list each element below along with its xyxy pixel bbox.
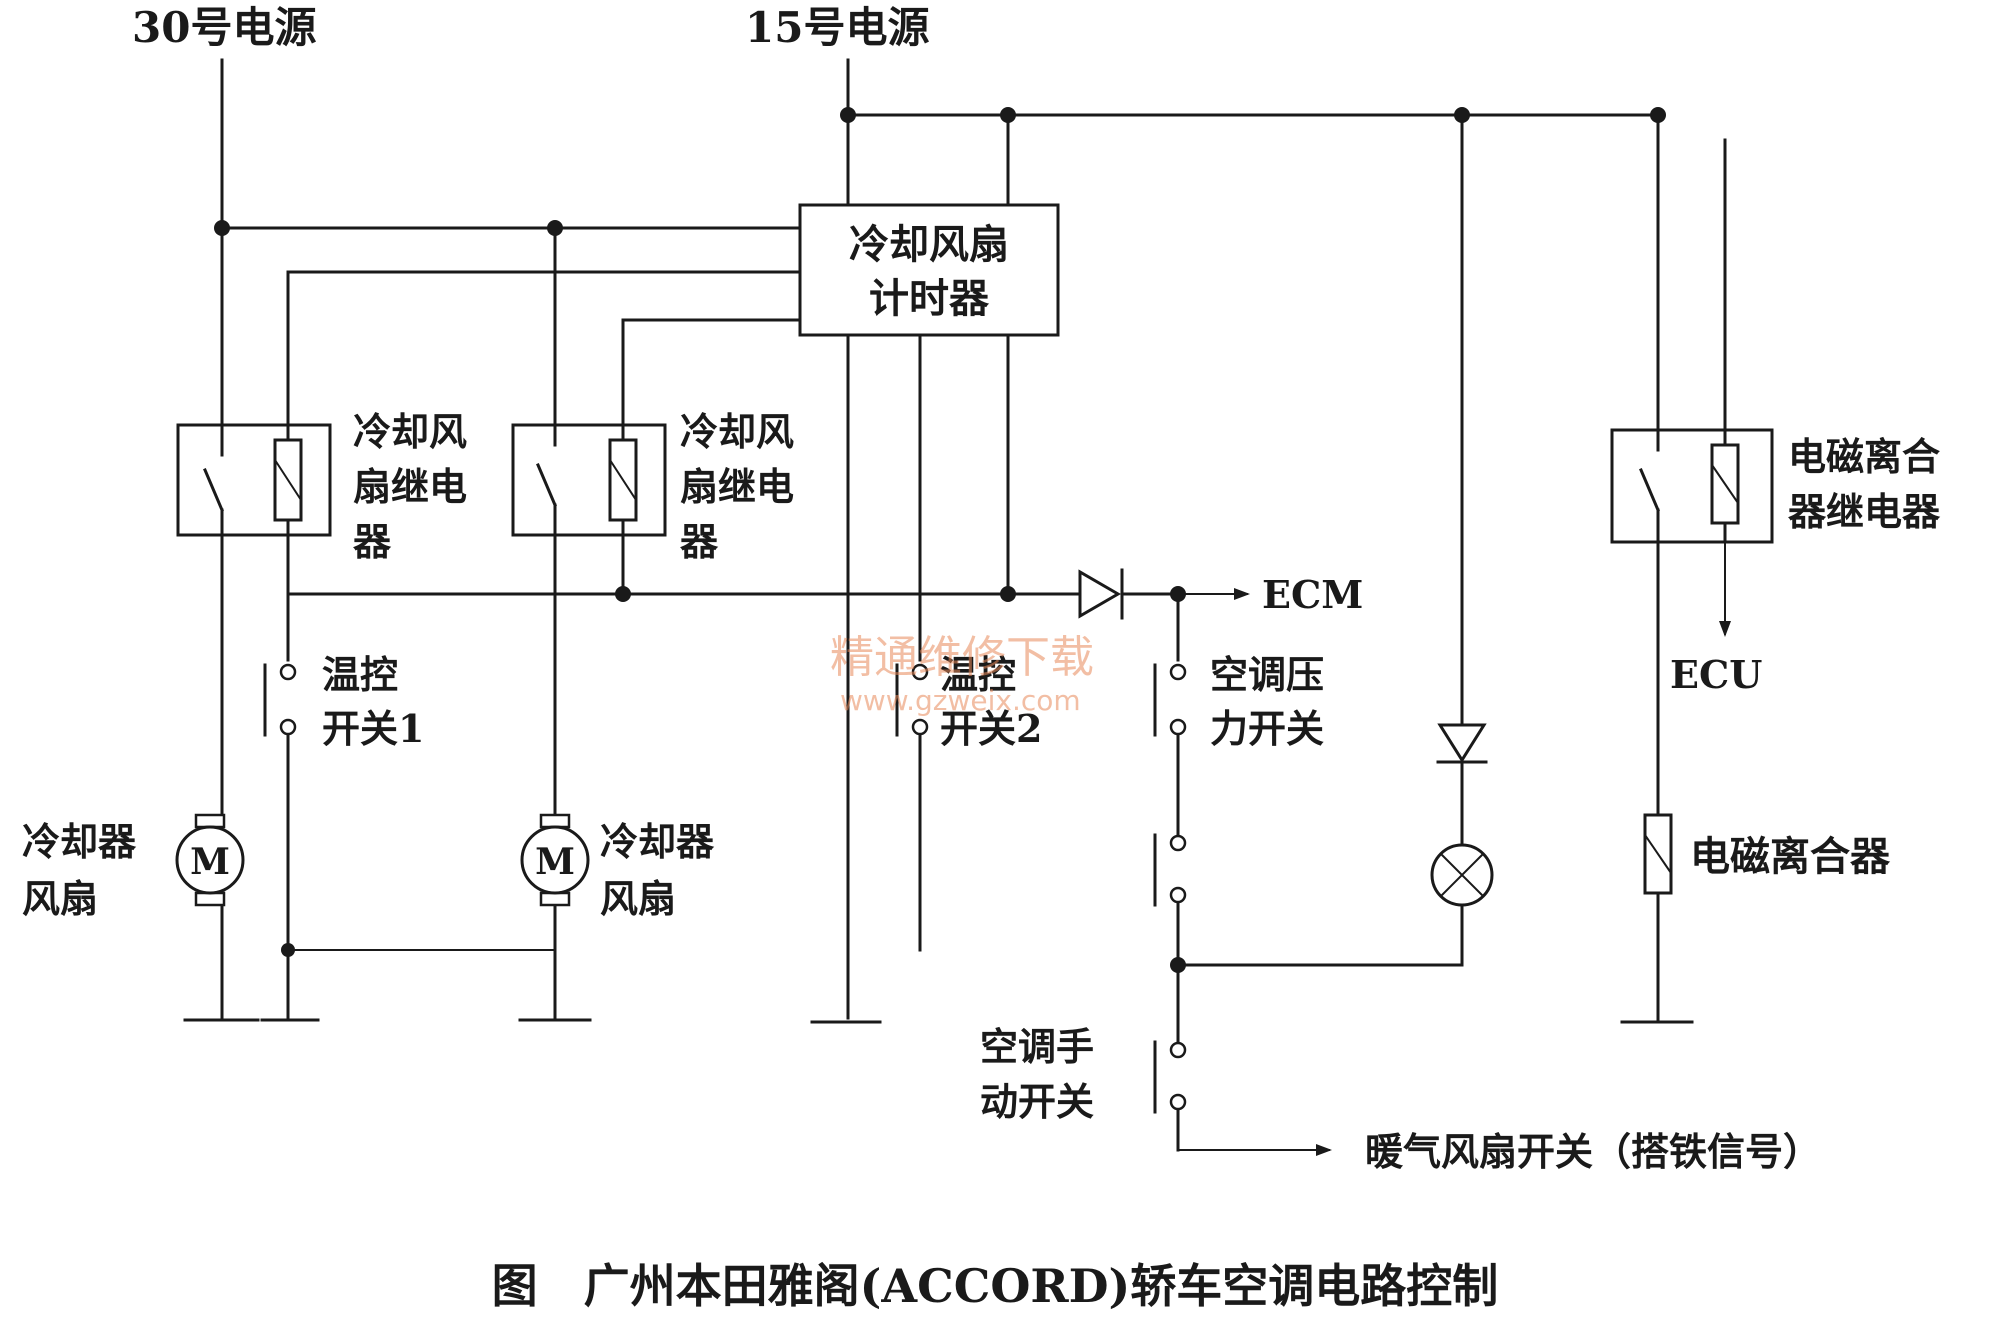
thermo-switch-2 — [895, 663, 929, 737]
motor1-symbol: M — [190, 841, 230, 883]
power-15-label: 15号电源 — [745, 3, 929, 52]
thermo1-label-line1: 温控 — [322, 652, 398, 697]
relay2-label-line2: 扇继电 — [680, 464, 794, 509]
timer-label-line1: 冷却风扇 — [849, 221, 1009, 268]
cooling-fan-relay-2 — [511, 423, 667, 537]
heater-fan-signal-label: 暖气风扇开关（搭铁信号） — [1365, 1129, 1821, 1174]
cooling-fan-relay-1 — [176, 423, 332, 537]
pressure-switch-label-line1: 空调压 — [1210, 652, 1324, 697]
relay1-label-line3: 器 — [353, 519, 392, 564]
fan2-label-line2: 风扇 — [600, 876, 676, 921]
cooling-fan-timer-box — [798, 203, 1060, 337]
pressure-switch-label-line2: 力开关 — [1210, 706, 1324, 751]
timer-label-line2: 计时器 — [869, 275, 990, 322]
clutch-relay-label-line1: 电磁离合 — [1788, 434, 1940, 479]
cooling-fan-motor-2-icon: M — [520, 813, 590, 907]
indicator-diode — [1436, 723, 1488, 847]
relay2-label-line3: 器 — [680, 519, 719, 564]
thermo1-label-line2: 开关1 — [322, 706, 424, 751]
magnetic-clutch-coil — [1643, 813, 1673, 895]
thermo2-label-line2: 开关2 — [940, 706, 1042, 751]
motor2-symbol: M — [535, 841, 575, 883]
ground-symbols — [183, 1018, 1694, 1024]
power-30-label: 30号电源 — [132, 3, 316, 52]
ecm-diode — [1078, 568, 1124, 620]
indicator-lamp-icon — [1430, 843, 1494, 907]
fan1-label-line2: 风扇 — [22, 876, 98, 921]
ac-pressure-switch — [1153, 663, 1187, 907]
ecm-label: ECM — [1262, 572, 1363, 617]
fan2-label-line1: 冷却器 — [600, 819, 715, 864]
clutch-relay — [1610, 428, 1774, 544]
ecu-label: ECU — [1670, 652, 1762, 697]
junction-dots — [214, 107, 1666, 973]
clutch-relay-label-line2: 器继电器 — [1788, 489, 1941, 534]
cooling-fan-motor-1-icon: M — [175, 813, 245, 907]
ac-manual-switch — [1153, 1040, 1187, 1114]
thermo2-label-line1: 温控 — [940, 652, 1016, 697]
relay1-label-line1: 冷却风 — [353, 409, 467, 454]
clutch-label: 电磁离合器 — [1690, 833, 1891, 880]
figure-caption: 图 广州本田雅阁(ACCORD)轿车空调电路控制 — [492, 1259, 1499, 1313]
fan1-label-line1: 冷却器 — [22, 819, 137, 864]
manual-switch-label-line2: 动开关 — [980, 1079, 1094, 1124]
watermark-cn: 精通维修下载 — [830, 632, 1094, 683]
thermo-switch-1 — [263, 663, 297, 737]
relay1-label-line2: 扇继电 — [353, 464, 467, 509]
watermark-url: www.gzweix.com — [840, 684, 1081, 717]
relay2-label-line1: 冷却风 — [680, 409, 794, 454]
manual-switch-label-line1: 空调手 — [980, 1024, 1094, 1069]
